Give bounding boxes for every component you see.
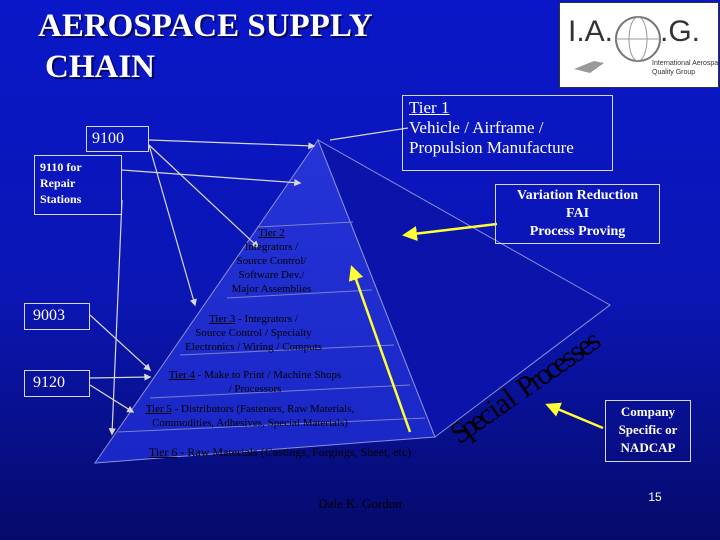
company-line-2: Specific or — [618, 422, 678, 437]
tier6-line-1: - Raw Materials (Castings, Forgings, She… — [177, 445, 412, 459]
tier1-box: Tier 1 Vehicle / Airframe / Propulsion M… — [402, 95, 613, 171]
tier4-label: Tier 4 - Make to Print / Machine Shops /… — [150, 368, 360, 396]
tier4-line-2: / Processors — [228, 383, 282, 395]
slide-title: AEROSPACE SUPPLY CHAIN — [38, 6, 458, 88]
connector-9003 — [89, 314, 152, 371]
page-number: 15 — [648, 490, 662, 504]
logo-letters: I.A. — [568, 15, 613, 48]
variation-line-3: Process Proving — [529, 224, 626, 239]
author-name: Dale K. Gordon — [318, 496, 402, 511]
tier2-label: Tier 2 Integrators / Source Control/ Sof… — [224, 226, 319, 296]
tier1-line-1: Vehicle / Airframe / — [409, 118, 544, 137]
company-line-3: NADCAP — [620, 440, 676, 455]
tier-band-line — [117, 417, 426, 433]
tier-band-line — [257, 221, 354, 228]
tier6-heading: Tier 6 — [148, 445, 178, 459]
logo-letters-g: .G. — [660, 15, 700, 48]
tier1-heading: Tier 1 — [409, 98, 450, 117]
iaqg-logo: I.A. .G. International Aerospace Quality… — [559, 2, 719, 88]
standard-9003-box: 9003 — [24, 303, 90, 330]
tier4-line-1: - Make to Print / Machine Shops — [194, 369, 342, 381]
tier2-line-3: Software Dev./ — [238, 269, 305, 281]
connector-9110 — [121, 169, 302, 187]
title-line-2: CHAIN — [45, 49, 156, 85]
connector-tier1 — [329, 127, 409, 141]
variation-reduction-box: Variation Reduction FAI Process Proving — [495, 184, 660, 244]
tier3-label: Tier 3 - Integrators / Source Control / … — [171, 312, 336, 354]
tier5-line-1: - Distributors (Fasteners, Raw Materials… — [171, 403, 355, 415]
connector-9110-long — [108, 199, 123, 436]
tier1-line-2: Propulsion Manufacture — [409, 138, 574, 157]
tier5-heading: Tier 5 — [145, 403, 172, 415]
title-line-1: AEROSPACE SUPPLY — [38, 8, 373, 44]
tier5-label: Tier 5 - Distributors (Fasteners, Raw Ma… — [130, 402, 370, 430]
tier-band-line — [179, 344, 395, 356]
variation-line-2: FAI — [565, 206, 590, 221]
tier3-heading: Tier 3 — [209, 313, 236, 325]
tier3-line-2: Source Control / Specialty — [195, 327, 312, 339]
standard-9110-line-1: 9110 for — [40, 160, 82, 174]
tier2-heading: Tier 2 — [258, 227, 285, 239]
connector-9100-tier2 — [148, 144, 260, 248]
arrow-special-process — [348, 265, 412, 433]
tier6-label: Tier 6 - Raw Materials (Castings, Forgin… — [120, 445, 440, 459]
company-line-1: Company — [620, 404, 676, 419]
connector-9120-a — [89, 373, 152, 381]
arrow-company — [545, 402, 604, 430]
standard-9110-line-2: Repair — [40, 176, 76, 190]
airplane-icon — [574, 61, 604, 73]
arrow-variation-tier1 — [402, 222, 498, 242]
pyramid-side-face — [317, 138, 611, 438]
standard-9120-label: 9120 — [33, 374, 65, 391]
tier2-line-1: Integrators / — [244, 241, 299, 253]
tier2-line-4: Major Assemblies — [231, 283, 312, 295]
connector-9120-b — [89, 384, 135, 413]
tier-band-line — [226, 289, 373, 299]
standard-9003-label: 9003 — [33, 307, 65, 324]
tier3-line-1: - Integrators / — [235, 313, 298, 325]
connector-9100-down — [148, 144, 197, 307]
tier3-line-3: Electronics / Wiring / Computs — [185, 341, 322, 353]
logo-subtitle-2: Quality Group — [652, 69, 695, 76]
tier4-heading: Tier 4 — [168, 369, 195, 381]
standard-9110-box: 9110 for Repair Stations — [34, 155, 122, 215]
standard-9100-box: 9100 — [86, 126, 149, 152]
standard-9110-line-3: Stations — [40, 192, 82, 206]
tier-band-line — [149, 384, 411, 399]
variation-line-1: Variation Reduction — [516, 188, 639, 203]
standard-9120-box: 9120 — [24, 370, 90, 397]
tier5-line-2: Commodities, Adhesives, Special Material… — [152, 417, 348, 429]
logo-subtitle-1: International Aerospace — [652, 60, 718, 67]
company-specific-box: Company Specific or NADCAP — [605, 400, 691, 462]
connector-9100 — [148, 139, 316, 150]
tier2-line-2: Source Control/ — [236, 255, 307, 267]
standard-9100-label: 9100 — [92, 130, 124, 147]
